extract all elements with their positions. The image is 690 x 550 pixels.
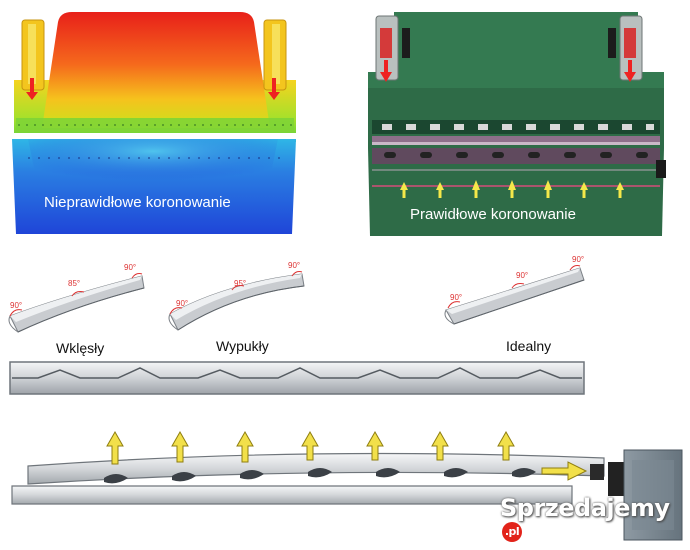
profile-concave: 90° 85° 90° (8, 263, 145, 333)
arrow-up-icon (472, 180, 480, 198)
watermark-badge: .pl (502, 522, 522, 542)
left-red-arrow-icon (380, 60, 392, 82)
right-red-arrow-icon (624, 60, 636, 82)
right-red-arrow-icon (268, 78, 280, 100)
arrow-up-icon (616, 182, 624, 198)
arrow-up-icon (580, 182, 588, 198)
arrow-up-icon (400, 182, 408, 198)
arrow-up-icon (431, 430, 449, 461)
wedge-line (12, 367, 582, 379)
arrow-up-icon (497, 430, 515, 461)
arrow-up-icon (544, 180, 552, 198)
caption-concave: Wklęsły (56, 340, 105, 356)
upper-clamps (382, 124, 654, 130)
correct-crowning-label: Prawidłowe koronowanie (410, 206, 576, 223)
angle-label: 85° (68, 279, 80, 288)
angle-label: 90° (288, 261, 300, 270)
caption-convex: Wypukły (216, 338, 269, 354)
wedges (104, 468, 536, 484)
incorrect-crowning-label: Nieprawidłowe koronowanie (44, 194, 231, 211)
upper-beam (42, 12, 270, 128)
wedge-assembly (11, 430, 683, 541)
arrow-up-icon (236, 430, 254, 463)
angle-label: 90° (572, 255, 584, 264)
crowning-arrows (400, 180, 624, 198)
lower-clamps (384, 152, 648, 158)
green-press (368, 12, 666, 236)
arrow-right-icon (541, 461, 588, 481)
left-red-arrow-icon (26, 78, 38, 100)
profile-ideal: 90° 90° 90° (444, 255, 585, 325)
watermark-text: Sprzedajemy (500, 494, 670, 522)
arrow-up-icon (436, 182, 444, 198)
angle-label: 90° (516, 271, 528, 280)
angle-label: 95° (234, 279, 246, 288)
heatmap-press (12, 12, 296, 234)
arrow-up-icon (106, 430, 124, 465)
watermark: Sprzedajemy.pl (500, 494, 690, 550)
arrow-up-icon (508, 180, 516, 198)
arrow-up-icon (366, 430, 384, 461)
caption-ideal: Idealny (506, 338, 552, 354)
arrow-up-icon (301, 430, 319, 461)
angle-label: 90° (124, 263, 136, 272)
crowning-rail (9, 361, 585, 395)
profile-convex: 90° 95° 90° (168, 261, 305, 331)
angle-label: 90° (10, 301, 22, 310)
force-arrows (106, 430, 515, 465)
angle-label: 90° (176, 299, 188, 308)
actuator-body (608, 462, 624, 496)
angle-label: 90° (450, 293, 462, 302)
arrow-up-icon (171, 430, 189, 463)
